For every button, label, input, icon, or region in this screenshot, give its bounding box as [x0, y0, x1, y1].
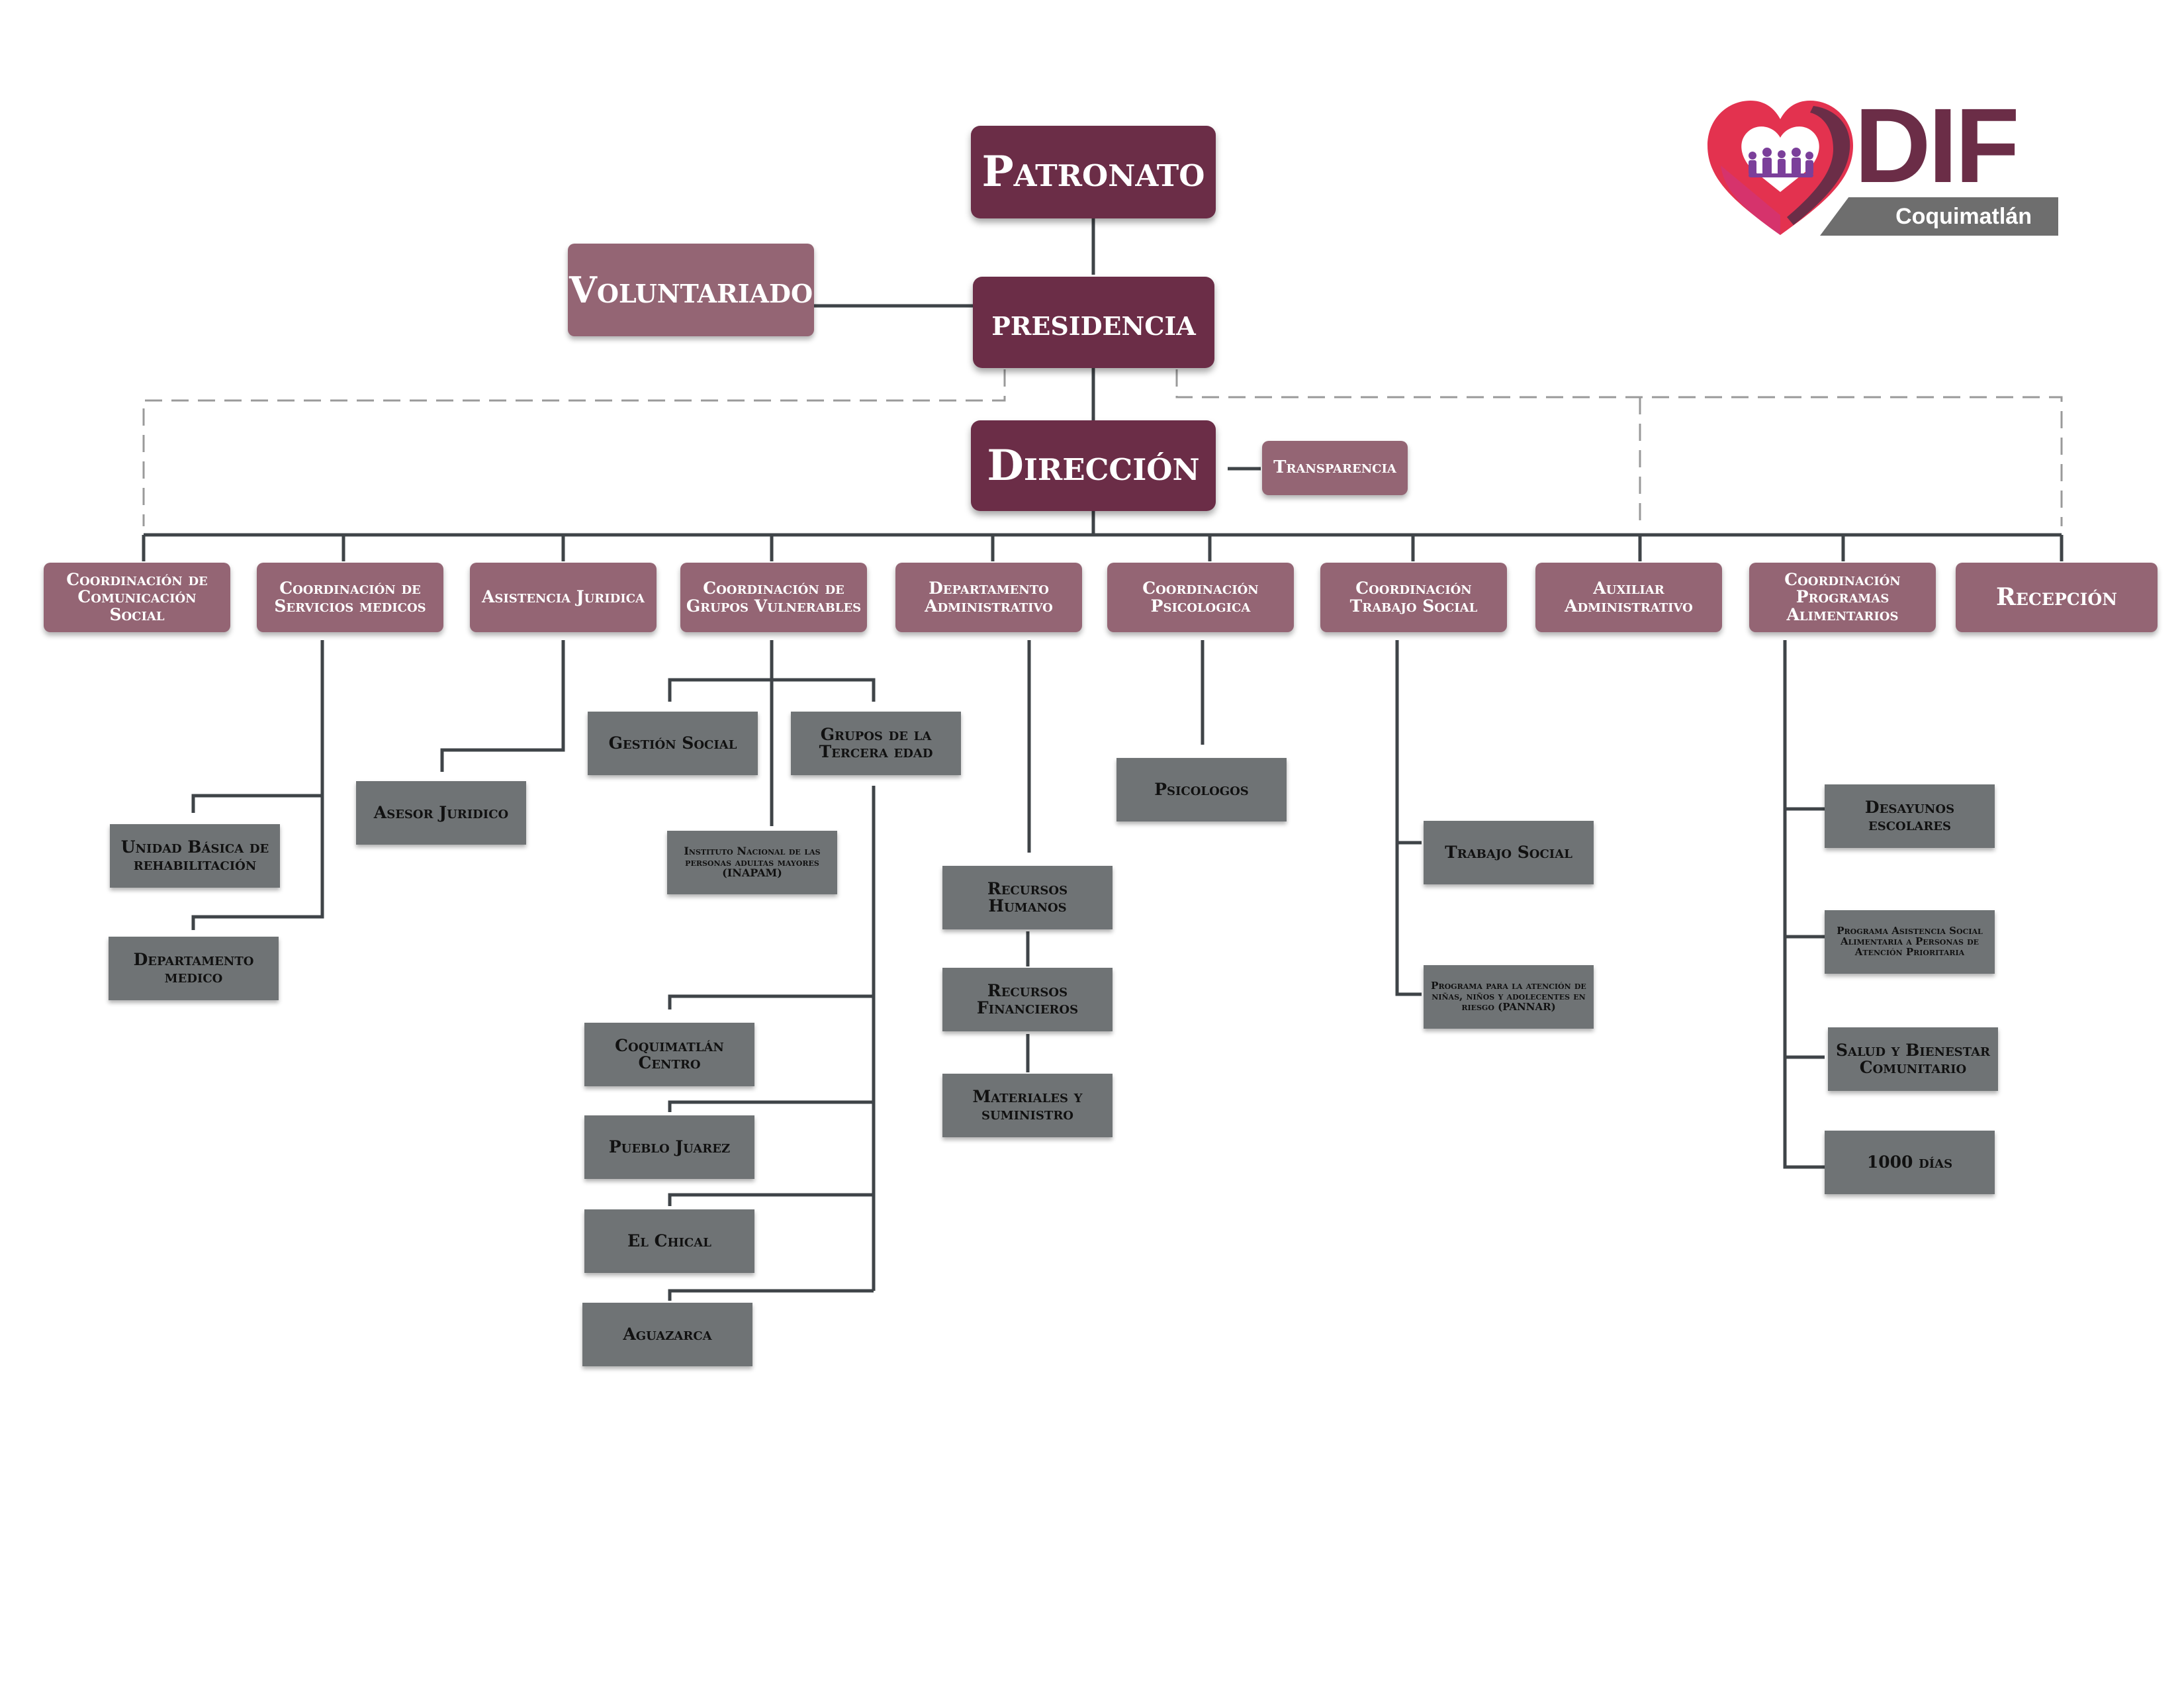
connector-servicios-units: [191, 640, 324, 930]
dept-auxiliar-administrativo: Auxiliar Administrativo: [1535, 563, 1722, 632]
connector-unidad-basica: [191, 794, 322, 813]
voluntariado-box: Voluntariado: [568, 244, 814, 336]
connector-grupos-split: [668, 678, 876, 702]
unit-inapam: Instituto Nacional de las personas adult…: [667, 831, 837, 894]
connector-coquimatlan: [668, 994, 874, 1009]
connector-aguazarca: [668, 1289, 874, 1301]
unit-gestion-social: Gestión Social: [588, 712, 758, 775]
unit-departamento-medico: Departamento medico: [109, 937, 279, 1000]
unit-recursos-humanos: Recursos Humanos: [942, 866, 1113, 929]
dept-comunicacion-social: Coordinación de Comunicación Social: [44, 563, 230, 632]
unit-desayunos-escolares: Desayunos escolares: [1825, 784, 1995, 848]
unit-1000-dias: 1000 días: [1825, 1131, 1995, 1194]
dept-administrativo: Departamento Administrativo: [895, 563, 1082, 632]
unit-recursos-financieros: Recursos Financieros: [942, 968, 1113, 1031]
connector-trabajo-social-units: [1395, 640, 1422, 996]
heart-logo-icon: [1707, 101, 1853, 235]
dept-grupos-vulnerables: Coordinación de Grupos Vulnerables: [680, 563, 867, 632]
dept-trabajo-social: Coordinación Trabajo Social: [1320, 563, 1507, 632]
unit-asesor-juridico: Asesor Juridico: [356, 781, 526, 845]
dept-psicologica: Coordinación Psicologica: [1107, 563, 1294, 632]
direccion-box: Dirección: [971, 420, 1216, 511]
unit-psicologos: Psicologos: [1116, 758, 1287, 821]
unit-grupos-tercera-edad: Grupos de la Tercera edad: [791, 712, 961, 775]
connector-asesor: [440, 640, 565, 772]
dashed-link-right: [1175, 369, 2063, 526]
dept-asistencia-juridica: Asistencia Juridica: [470, 563, 657, 632]
dashed-link-left: [142, 369, 1006, 526]
patronato-box: Patronato: [971, 126, 1216, 218]
unit-el-chical: El Chical: [584, 1209, 754, 1273]
dif-logo: DIF Coquimatlán: [1701, 93, 2058, 245]
dept-servicios-medicos: Coordinación de Servicios medicos: [257, 563, 443, 632]
presidencia-box: presidencia: [973, 277, 1214, 368]
unit-salud-bienestar: Salud y Bienestar Comunitario: [1828, 1027, 1998, 1091]
unit-unidad-basica: Unidad Básica de rehabilitación: [110, 824, 280, 888]
unit-trabajo-social: Trabajo Social: [1424, 821, 1594, 884]
unit-asistencia-social-alimentaria: Programa Asistencia Social Alimentaria a…: [1825, 910, 1995, 974]
dept-recepcion: Recepción: [1956, 563, 2158, 632]
unit-aguazarca: Aguazarca: [582, 1303, 752, 1366]
connector-alimentarios-units: [1783, 640, 1825, 1169]
logo-title: DIF: [1854, 86, 2020, 205]
dept-programas-alimentarios: Coordinación Programas Alimentarios: [1749, 563, 1936, 632]
unit-pannar: Programa para la atención de niñas, niño…: [1424, 965, 1594, 1029]
unit-pueblo-juarez: Pueblo Juarez: [584, 1115, 754, 1179]
logo-subtitle: Coquimatlán: [1820, 197, 2058, 236]
connector-el-chical: [668, 1193, 874, 1206]
unit-coquimatlan-centro: Coquimatlán Centro: [584, 1023, 754, 1086]
unit-materiales-suministro: Materiales y suministro: [942, 1074, 1113, 1137]
connector-pueblo-juarez: [668, 1100, 874, 1112]
transparencia-box: Transparencia: [1262, 441, 1408, 495]
